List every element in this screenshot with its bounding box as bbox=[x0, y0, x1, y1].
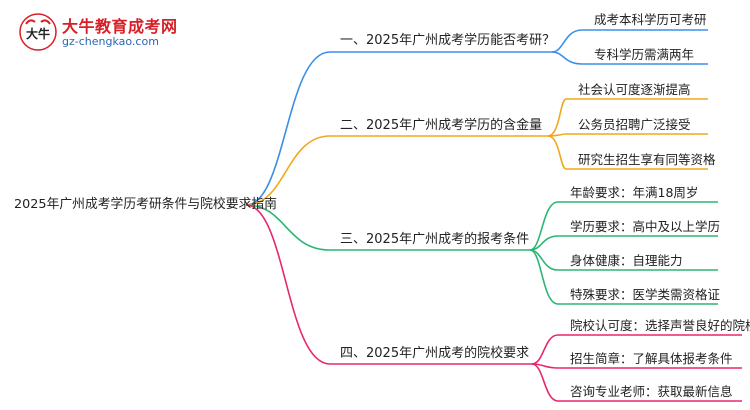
leaf-4-3-connector bbox=[531, 363, 742, 402]
branch-1-label: 一、2025年广州成考学历能否考研？ bbox=[340, 33, 556, 48]
leaf-2-2-connector bbox=[547, 133, 708, 137]
leaf-2-2: 公务员招聘广泛接受 bbox=[578, 117, 691, 132]
leaf-4-1-connector bbox=[531, 334, 742, 365]
leaf-1-2: 专科学历需满两年 bbox=[594, 47, 695, 62]
leaf-1-1: 成考本科学历可考研 bbox=[594, 12, 707, 27]
branch-2-label: 二、2025年广州成考学历的含金量 bbox=[340, 118, 543, 133]
branch-1-connector bbox=[245, 51, 552, 206]
leaf-3-4: 特殊要求：医学类需资格证 bbox=[570, 287, 721, 302]
leaf-1-1-connector bbox=[551, 29, 708, 53]
leaf-3-3: 身体健康：自理能力 bbox=[570, 253, 683, 268]
branch-3-label: 三、2025年广州成考的报考条件 bbox=[340, 232, 530, 247]
bull-logo-icon: 大牛 bbox=[19, 13, 57, 51]
leaf-4-1: 院校认可度：选择声誉良好的院校 bbox=[570, 318, 750, 333]
leaf-2-3: 研究生招生享有同等资格 bbox=[578, 152, 716, 167]
leaf-2-1: 社会认可度逐渐提高 bbox=[578, 82, 691, 97]
branch-4-connector bbox=[245, 204, 532, 365]
branch-4-label: 四、2025年广州成考的院校要求 bbox=[340, 346, 530, 361]
leaf-2-1-connector bbox=[547, 98, 708, 137]
leaf-2-3-connector bbox=[547, 135, 708, 170]
site-logo[interactable]: 大牛 大牛教育成考网 gz-chengkao.com bbox=[18, 12, 198, 52]
leaf-3-1-connector bbox=[529, 201, 718, 251]
logo-url: gz-chengkao.com bbox=[62, 35, 159, 48]
leaf-3-1: 年龄要求：年满18周岁 bbox=[570, 185, 699, 200]
leaf-4-3: 咨询专业老师：获取最新信息 bbox=[570, 384, 733, 399]
logo-mark-text: 大牛 bbox=[26, 26, 50, 41]
leaf-3-2: 学历要求：高中及以上学历 bbox=[570, 219, 721, 234]
logo-title: 大牛教育成考网 bbox=[62, 17, 178, 36]
branch-3-connector bbox=[245, 204, 530, 251]
leaf-4-2: 招生简章：了解具体报考条件 bbox=[570, 351, 733, 366]
leaf-3-2-connector bbox=[529, 235, 718, 251]
leaf-1-2-connector bbox=[551, 51, 708, 65]
root-topic: 2025年广州成考学历考研条件与院校要求指南 bbox=[14, 197, 277, 212]
leaf-4-2-connector bbox=[531, 363, 742, 369]
leaf-3-4-connector bbox=[529, 249, 718, 305]
branch-2-connector bbox=[245, 135, 548, 206]
